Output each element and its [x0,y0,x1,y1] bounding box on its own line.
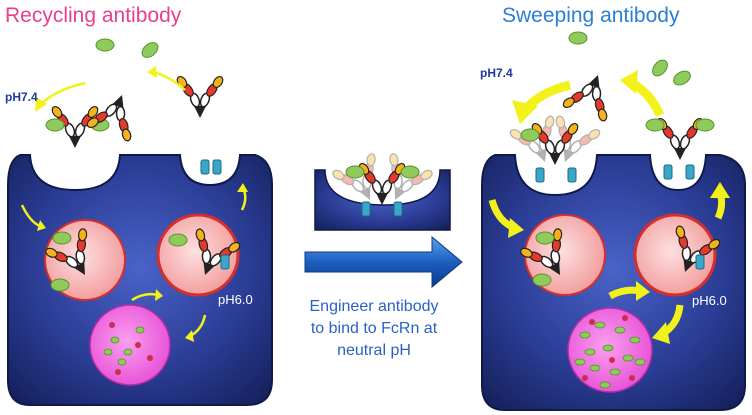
left-cell [7,154,273,406]
ph-inside-left-label: pH6.0 [218,292,253,307]
ph-inside-right-label: pH6.0 [692,293,727,308]
ph-outside-right-label: pH7.4 [480,66,513,80]
right-cell [481,154,746,411]
caption-line-3: neutral pH [337,342,411,359]
engineering-caption: Engineer antibody to bind to FcRn at neu… [285,296,463,362]
fcrn-receptor-icon [200,159,210,175]
caption-line-2: to bind to FcRn at [310,320,438,337]
engineered-antibody-inset [314,149,451,231]
endosome-right-2 [633,213,717,297]
recycling-antibody-title: Recycling antibody [5,4,182,27]
engineering-arrow [304,235,463,289]
ph-outside-left-label: pH7.4 [5,90,38,104]
lysosome-left [89,304,171,386]
caption-line-1: Engineer antibody [309,298,439,315]
sweeping-antibody-title: Sweeping antibody [502,4,680,27]
